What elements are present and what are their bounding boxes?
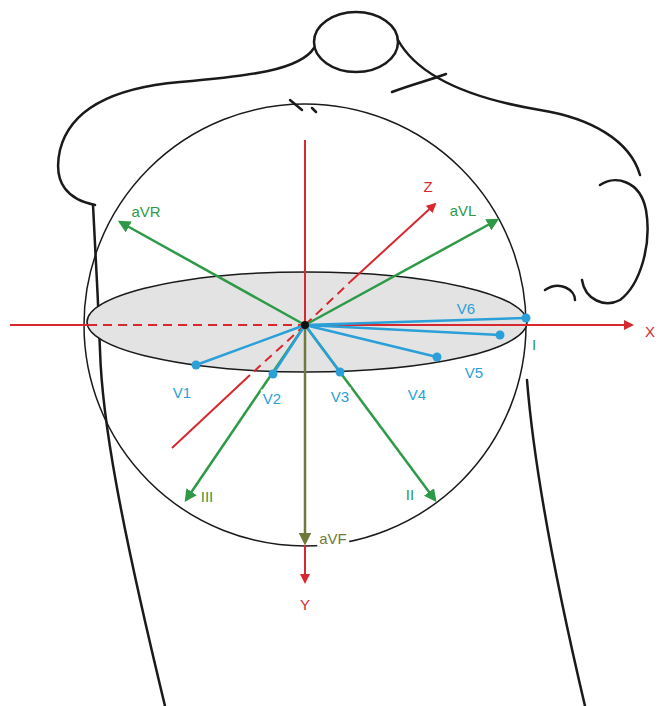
lead-name: V6 [455, 300, 477, 317]
lead-name: aVL [448, 202, 479, 219]
limb-lead-axes [120, 220, 497, 543]
lead-name: V1 [171, 384, 193, 401]
torso-outline [58, 12, 647, 706]
lead-name: V2 [261, 390, 283, 407]
lead-name: V4 [406, 386, 428, 403]
axis-name: X [643, 323, 657, 340]
axis-name: Z [421, 178, 434, 195]
lead-name: I [530, 336, 538, 353]
axis-name: Y [298, 596, 312, 613]
lead-name: V3 [329, 388, 351, 405]
axes [10, 140, 632, 582]
horizontal-plane [87, 272, 527, 372]
lead-name: II [404, 486, 416, 503]
lead-name: III [199, 488, 216, 505]
lead-name: aVR [129, 203, 162, 220]
lead-name: aVF [317, 530, 349, 547]
center-dot [301, 321, 309, 329]
lead-name: V5 [463, 364, 485, 381]
